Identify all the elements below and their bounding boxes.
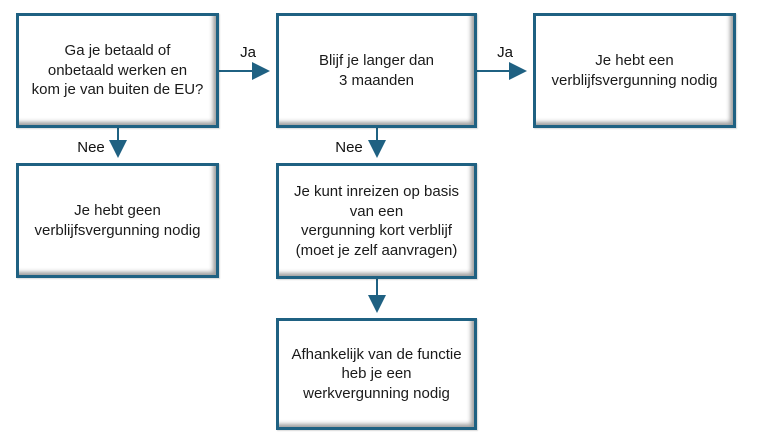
node-start-question: Ga je betaald of onbetaald werken en kom… bbox=[16, 13, 219, 128]
edge-label-ja-duration-residence: Ja bbox=[497, 44, 513, 61]
node-work-permit-depends: Afhankelijk van de functie heb je een we… bbox=[276, 318, 477, 430]
edge-label-ja-start-duration: Ja bbox=[240, 44, 256, 61]
node-duration-question: Blijf je langer dan 3 maanden bbox=[276, 13, 477, 128]
node-short-stay-permit: Je kunt inreizen op basis van een vergun… bbox=[276, 163, 477, 279]
edge-label-nee-start-no-residence: Nee bbox=[77, 139, 105, 156]
node-no-residence-permit-needed: Je hebt geen verblijfsvergunning nodig bbox=[16, 163, 219, 278]
node-residence-permit-needed: Je hebt een verblijfsvergunning nodig bbox=[533, 13, 736, 128]
edge-label-nee-duration-short-stay: Nee bbox=[335, 139, 363, 156]
